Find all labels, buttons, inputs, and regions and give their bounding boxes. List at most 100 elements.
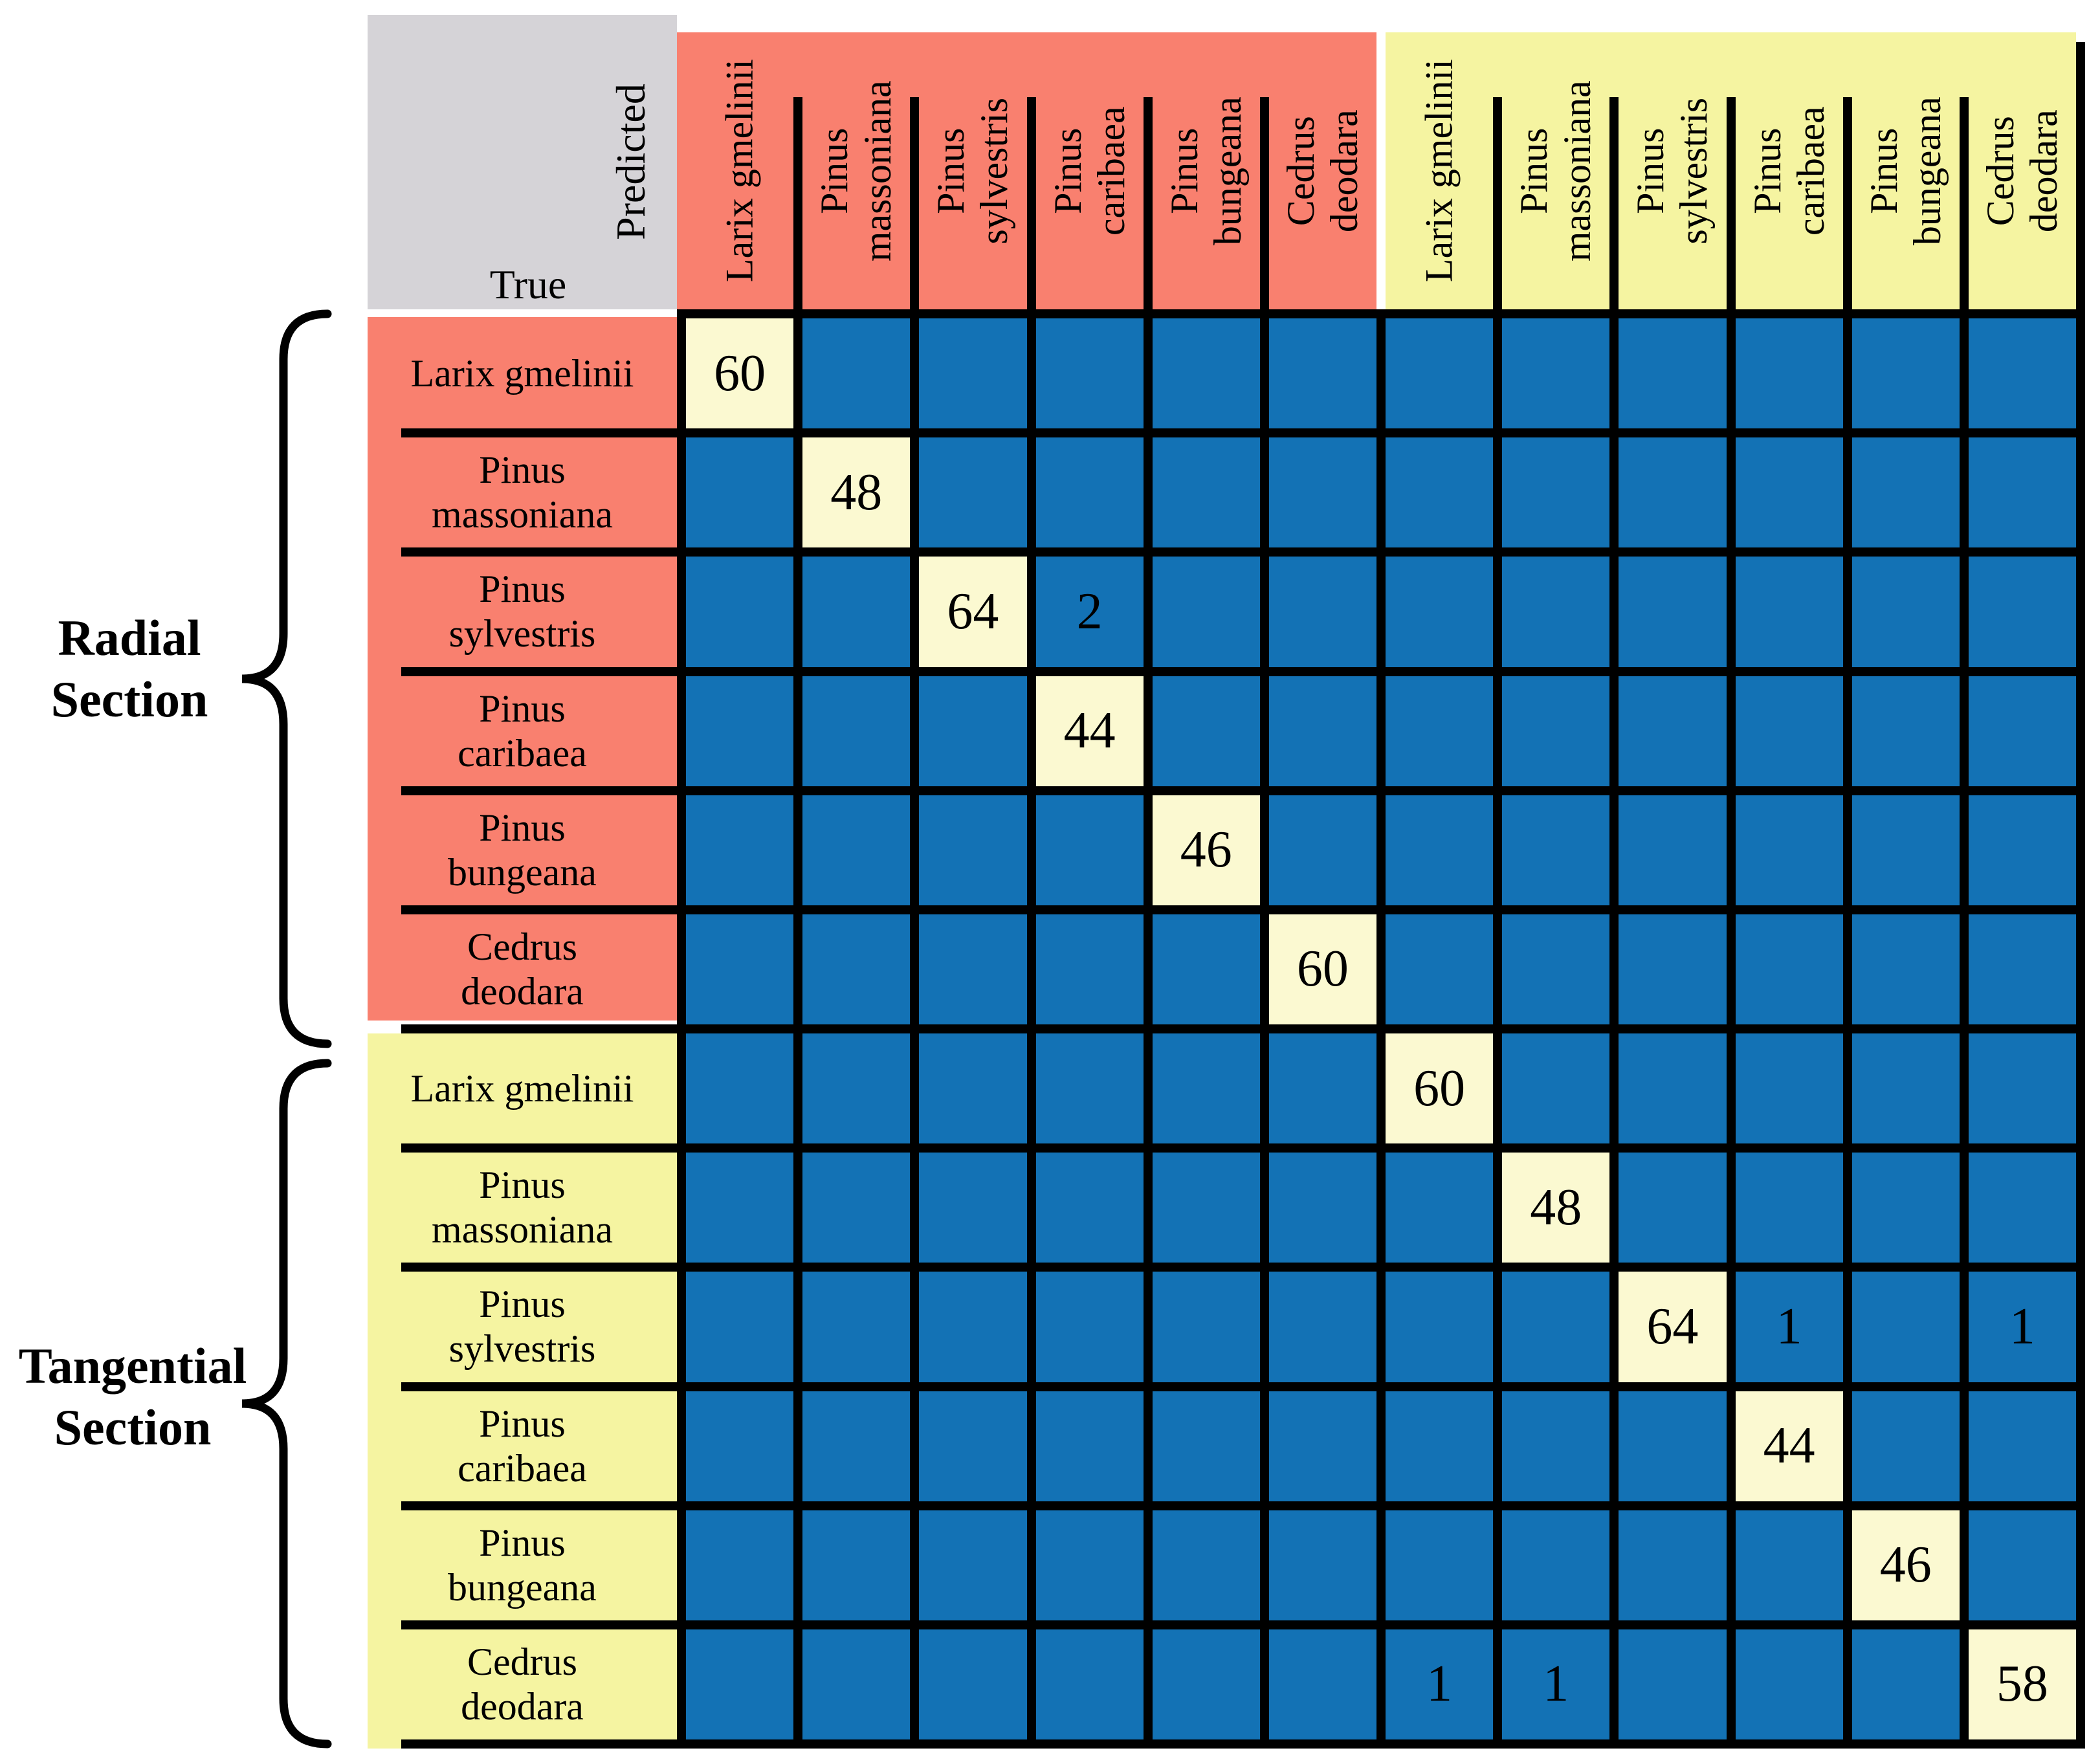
grid-cell-r10-c6: [1268, 1391, 1376, 1501]
grid-cell-r3-c2: [802, 557, 911, 667]
grid-cell-r12-c3: [919, 1629, 1027, 1739]
grid-cell-r9-c9: 64: [1619, 1272, 1727, 1382]
grid-cell-r8-c1: [686, 1153, 794, 1263]
col-header-label: Larix gmelinii: [718, 59, 761, 283]
grid-cell-r11-c12: [1968, 1510, 2076, 1620]
corner-cell: [368, 15, 677, 309]
column-header-divider: [910, 97, 920, 309]
grid-cell-r3-c8: [1502, 557, 1610, 667]
grid-cell-r12-c10: [1735, 1629, 1843, 1739]
grid-cell-r6-c10: [1735, 914, 1843, 1024]
grid-cell-r4-c9: [1619, 676, 1727, 786]
grid-cell-r10-c11: [1851, 1391, 1960, 1501]
grid-cell-r9-c11: [1851, 1272, 1960, 1382]
grid-cell-r3-c4: 2: [1035, 557, 1144, 667]
grid-cell-r12-c6: [1268, 1629, 1376, 1739]
col-header-label: Larix gmelinii: [1417, 59, 1461, 283]
grid-cell-r3-c10: [1735, 557, 1843, 667]
col-header-tangential-pinus-sylvestris: Pinus sylvestris: [1619, 32, 1726, 309]
row-header-radial-pinus-sylvestris: Pinus sylvestris: [448, 568, 596, 656]
true-axis-label: True: [489, 261, 567, 307]
grid-cell-r12-c7: 1: [1386, 1629, 1494, 1739]
col-header-label: Cedrus deodara: [1279, 109, 1365, 232]
row-header-divider: [401, 1024, 677, 1033]
grid-cell-r6-c2: [802, 914, 911, 1024]
grid-cell-r6-c11: [1851, 914, 1960, 1024]
column-header-divider: [1026, 97, 1036, 309]
grid-cell-r2-c12: [1968, 437, 2076, 548]
row-header-radial-pinus-caribaea: Pinus caribaea: [458, 687, 587, 775]
grid-cell-r5-c12: [1968, 795, 2076, 905]
grid-cell-r1-c10: [1735, 318, 1843, 429]
grid-cell-r1-c5: [1152, 318, 1260, 429]
grid-cell-r3-c9: [1619, 557, 1727, 667]
grid-cell-r10-c3: [919, 1391, 1027, 1501]
grid-cell-r1-c8: [1502, 318, 1610, 429]
grid-cell-r6-c5: [1152, 914, 1260, 1024]
grid-cell-r8-c2: [802, 1153, 911, 1263]
grid-cell-r5-c2: [802, 795, 911, 905]
grid-cell-r2-c3: [919, 437, 1027, 548]
column-header-divider: [1609, 97, 1619, 309]
grid-cell-r4-c3: [919, 676, 1027, 786]
grid-cell-r7-c9: [1619, 1033, 1727, 1144]
grid-cell-r5-c5: 46: [1152, 795, 1260, 905]
grid-cell-r3-c12: [1968, 557, 2076, 667]
grid-cell-r7-c12: [1968, 1033, 2076, 1144]
grid-cell-r5-c4: [1035, 795, 1144, 905]
grid-cell-r5-c1: [686, 795, 794, 905]
grid-cell-r11-c2: [802, 1510, 911, 1620]
grid-cell-r6-c6: 60: [1268, 914, 1376, 1024]
grid-cell-r12-c11: [1851, 1629, 1960, 1739]
grid-cell-r10-c10: 44: [1735, 1391, 1843, 1501]
grid-cell-r11-c8: [1502, 1510, 1610, 1620]
col-header-radial-pinus-bungeana: Pinus bungeana: [1153, 32, 1260, 309]
tangential-section-brace: [241, 1059, 332, 1749]
grid-cell-r5-c9: [1619, 795, 1727, 905]
col-header-radial-larix-gmelinii: Larix gmelinii: [686, 32, 793, 309]
grid-cell-r4-c6: [1268, 676, 1376, 786]
column-header-right-border: [2076, 42, 2085, 309]
grid-cell-r11-c11: 46: [1851, 1510, 1960, 1620]
grid-cell-r12-c2: [802, 1629, 911, 1739]
grid-cell-r8-c7: [1386, 1153, 1494, 1263]
grid-cell-r11-c9: [1619, 1510, 1727, 1620]
grid-cell-r6-c4: [1035, 914, 1144, 1024]
row-header-tangential-pinus-bungeana: Pinus bungeana: [448, 1521, 597, 1609]
row-header-tangential-pinus-massoniana: Pinus massoniana: [432, 1164, 613, 1252]
grid-cell-r9-c8: [1502, 1272, 1610, 1382]
grid-cell-r2-c8: [1502, 437, 1610, 548]
section-label-tangential: Tangential Section: [18, 1338, 247, 1456]
grid-cell-r7-c5: [1152, 1033, 1260, 1144]
grid-cell-r1-c11: [1851, 318, 1960, 429]
col-header-label: Pinus massoniana: [813, 80, 900, 261]
grid-cell-r9-c2: [802, 1272, 911, 1382]
grid-cell-r8-c6: [1268, 1153, 1376, 1263]
row-header-radial-cedrus-deodara: Cedrus deodara: [461, 925, 584, 1013]
row-header-divider: [401, 547, 677, 557]
grid-cell-r4-c7: [1386, 676, 1494, 786]
grid-cell-r11-c1: [686, 1510, 794, 1620]
col-header-tangential-pinus-bungeana: Pinus bungeana: [1852, 32, 1960, 309]
grid-cell-r1-c3: [919, 318, 1027, 429]
column-header-divider: [793, 97, 803, 309]
grid-cell-r3-c7: [1386, 557, 1494, 667]
column-header-divider: [1259, 97, 1269, 309]
grid-cell-r12-c1: [686, 1629, 794, 1739]
grid-cell-r3-c5: [1152, 557, 1260, 667]
grid-cell-r7-c1: [686, 1033, 794, 1144]
column-header-divider: [1726, 97, 1736, 309]
grid-cell-r11-c5: [1152, 1510, 1260, 1620]
col-header-label: Pinus caribaea: [1046, 106, 1133, 236]
grid-cell-r10-c4: [1035, 1391, 1144, 1501]
row-header-bottom-border: [401, 1739, 677, 1749]
grid-cell-r11-c7: [1386, 1510, 1494, 1620]
grid-cell-r11-c6: [1268, 1510, 1376, 1620]
grid-cell-r8-c4: [1035, 1153, 1144, 1263]
row-header-tangential-pinus-caribaea: Pinus caribaea: [458, 1402, 587, 1490]
row-header-divider: [401, 1382, 677, 1391]
grid-cell-r7-c6: [1268, 1033, 1376, 1144]
grid-cell-r7-c7: 60: [1386, 1033, 1494, 1144]
row-header-divider: [401, 905, 677, 914]
grid-cell-r12-c4: [1035, 1629, 1144, 1739]
